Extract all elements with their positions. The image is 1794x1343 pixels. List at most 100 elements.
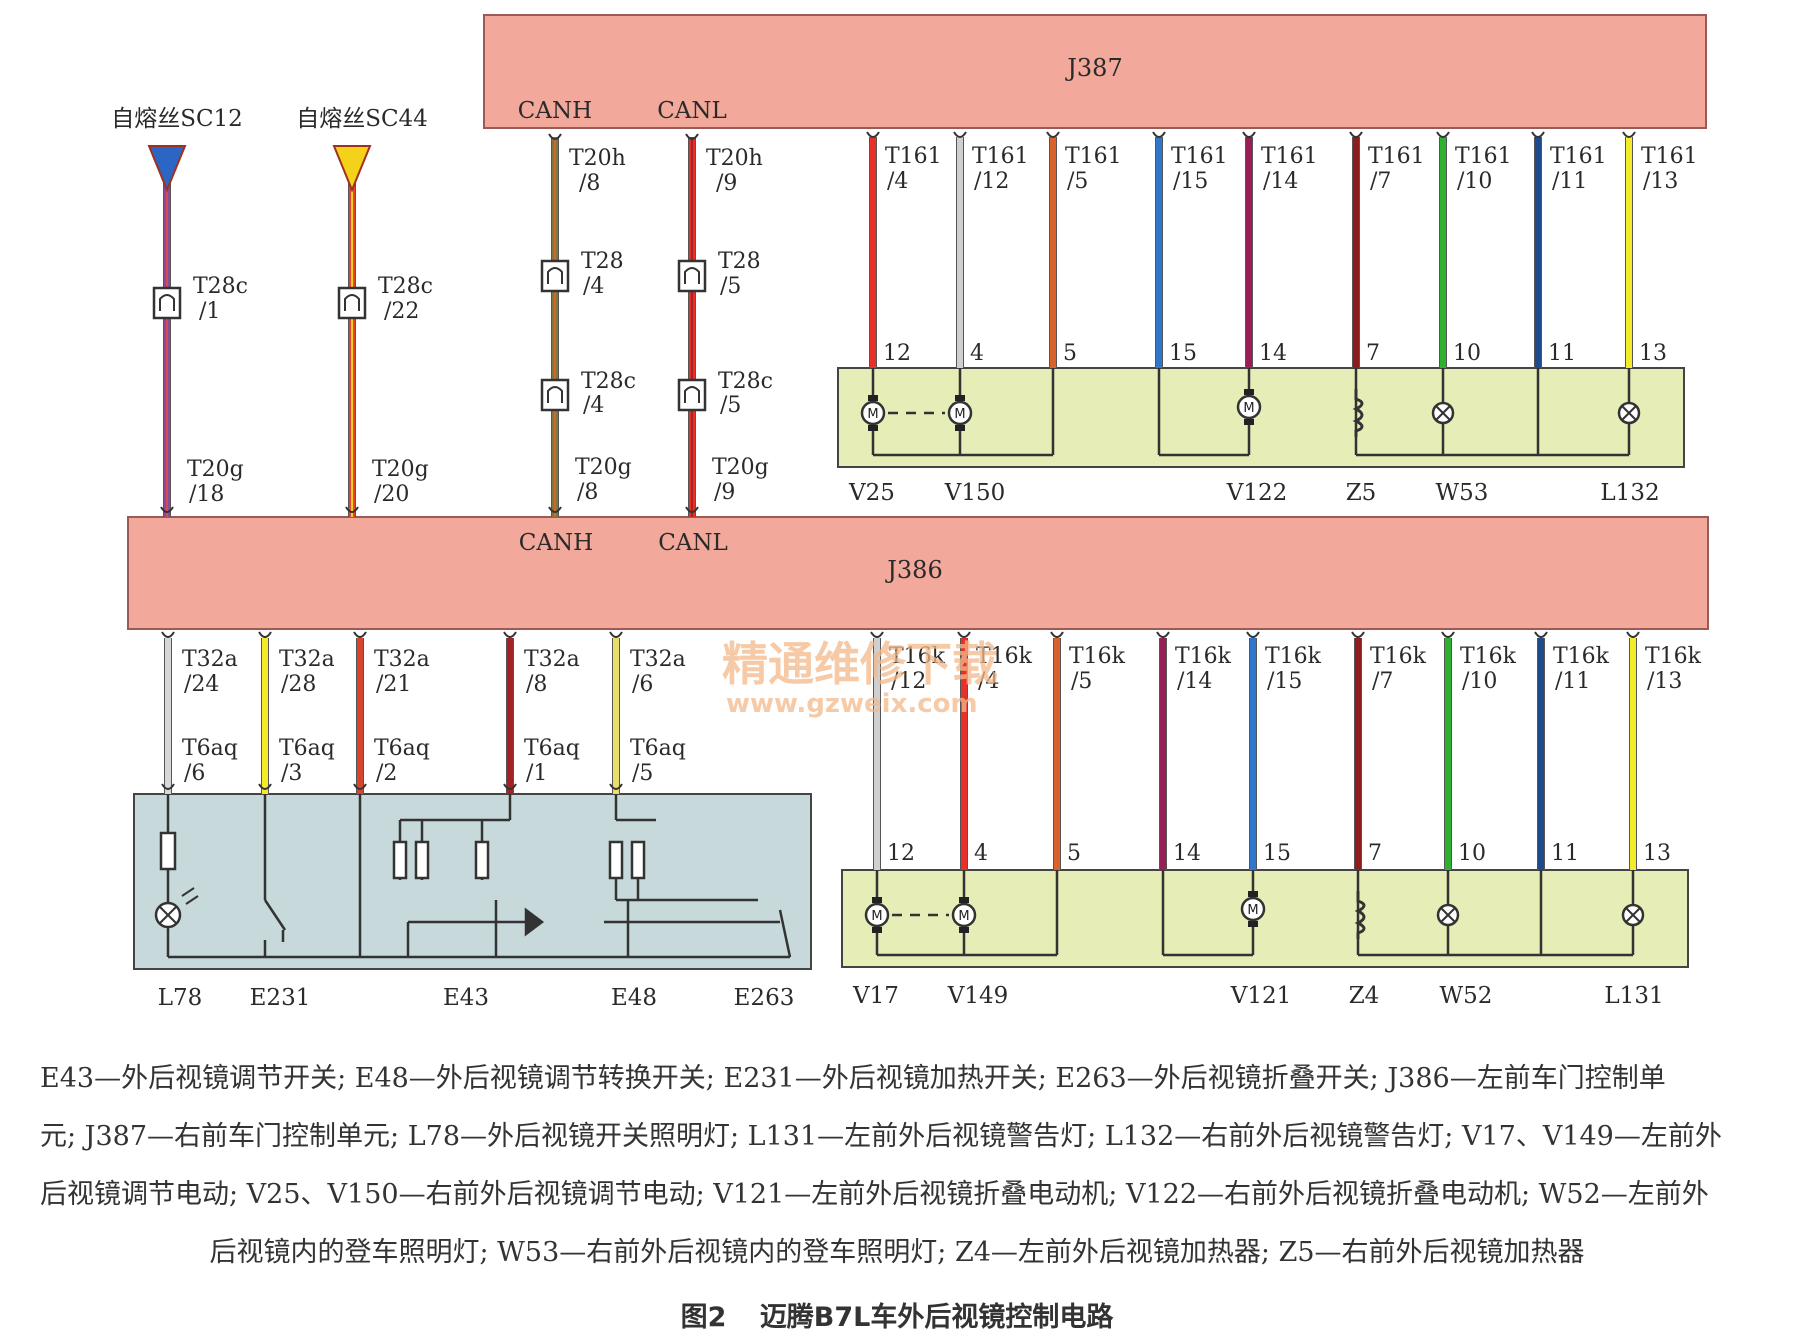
supply-pin-number: /1 (199, 299, 220, 324)
left-bottom-component-label: L78 (158, 985, 203, 1011)
left-bottom-pin-label: T6aq (524, 736, 580, 761)
can-pin-number: /9 (716, 171, 737, 196)
right-top-fold-motor-icon (1236, 394, 1262, 420)
legend-line: 后视镜内的登车照明灯; W53—右前外后视镜内的登车照明灯; Z4—左前外后视镜… (209, 1237, 1585, 1268)
right-top-pin-label: T161 (1171, 144, 1228, 169)
right-top-pin-number: /4 (887, 169, 908, 194)
right-top-component-label: V150 (944, 480, 1006, 506)
pin-tick (1436, 131, 1450, 138)
right-top-fold-motor-icon-letter: M (1243, 401, 1254, 416)
j387-block (483, 14, 1707, 129)
l78-lamp-icon (154, 887, 199, 929)
right-bottom-pin-label: T16k (976, 644, 1033, 669)
left-bottom-pin-number: /2 (376, 761, 397, 786)
right-bottom-lamp-1-icon-x2 (1440, 907, 1456, 923)
right-top-pin-number: /14 (1263, 169, 1298, 194)
right-top-motor-1-icon (860, 400, 886, 426)
right-top-motor-1-icon-bottom (868, 425, 878, 431)
left-bottom-pin-label: T32a (374, 647, 430, 672)
figure-caption: 图2 迈腾B7L车外后视镜控制电路 (0, 1295, 1794, 1334)
right-bottom-terminal: 4 (974, 841, 988, 866)
can-pin-label: T28 (581, 249, 624, 274)
right-top-pin-number: /7 (1370, 169, 1391, 194)
right-top-terminal: 10 (1453, 341, 1481, 366)
pin-tick (866, 131, 880, 138)
right-top-pin-label: T161 (1261, 144, 1318, 169)
right-top-pin-number: /12 (974, 169, 1009, 194)
left-bottom-pin-label: T6aq (279, 736, 335, 761)
figure-number: 图2 (680, 1302, 727, 1333)
right-top-pin-number: /5 (1067, 169, 1088, 194)
right-bottom-component-label: V121 (1230, 983, 1292, 1009)
component-legend: E43—外后视镜调节开关; E48—外后视镜调节转换开关; E231—外后视镜加… (40, 1050, 1754, 1282)
wiring-diagram: J387 CANH CANL J386 CANH CANL 自熔丝SC12T28… (111, 14, 1709, 1011)
right-bottom-motor-1-icon-top (872, 897, 882, 903)
can-pin-label: T28 (718, 249, 761, 274)
can-pin-label: T20g (712, 455, 769, 480)
watermark-title: 精通维修下载 (722, 637, 998, 691)
left-bottom-pin-number: /28 (281, 672, 316, 697)
left-bottom-pin-label: T32a (524, 647, 580, 672)
right-top-pin-label: T161 (1368, 144, 1425, 169)
right-bottom-pin-label: T16k (1645, 644, 1702, 669)
pin-tick (161, 783, 175, 790)
pin-tick (609, 631, 623, 638)
fuse-connector-1 (152, 286, 182, 320)
right-bottom-component-label: L131 (1604, 983, 1663, 1009)
right-bottom-pin-label: T16k (1370, 644, 1427, 669)
left-bottom-pin-number: /5 (632, 761, 653, 786)
right-top-pin-number: /15 (1173, 169, 1208, 194)
left-bottom-pin-number: /6 (632, 672, 653, 697)
right-top-pin-label: T161 (1455, 144, 1512, 169)
right-top-pin-label: T161 (1641, 144, 1698, 169)
right-top-component-label: W53 (1436, 480, 1489, 506)
supply-pin-number: /20 (374, 482, 409, 507)
can-connector-glyph (684, 267, 700, 284)
left-bottom-pin-number: /3 (281, 761, 302, 786)
supply-pin-label: T28c (378, 274, 433, 299)
pin-tick (345, 506, 359, 513)
right-bottom-fold-motor-icon-letter: M (1247, 903, 1258, 918)
right-bottom-pin-label: T16k (1175, 644, 1232, 669)
pin-tick (353, 631, 367, 638)
right-bottom-pin-number: /7 (1372, 669, 1393, 694)
right-bottom-component-label: V149 (947, 983, 1009, 1009)
right-bottom-fold-motor-icon-bottom (1248, 921, 1258, 927)
left-bottom-pin-label: T6aq (374, 736, 430, 761)
right-bottom-terminal: 12 (887, 841, 915, 866)
right-bottom-component-label: W52 (1440, 983, 1493, 1009)
pin-tick (503, 631, 517, 638)
right-bottom-terminal: 13 (1643, 841, 1671, 866)
left-bottom-pin-number: /1 (526, 761, 547, 786)
supply-pin-label: T20g (372, 457, 429, 482)
legend-line: 后视镜调节电动; V25、V150—右前外后视镜调节电动; V121—左前外后视… (40, 1179, 1709, 1210)
right-top-pin-number: /10 (1457, 169, 1492, 194)
right-top-pin-label: T161 (972, 144, 1029, 169)
right-bottom-motor-1-icon-letter: M (871, 909, 882, 924)
right-bottom-motor-2-icon-letter: M (958, 909, 969, 924)
right-top-terminal: 12 (883, 341, 911, 366)
right-top-motor-1-icon-top (868, 395, 878, 401)
j387-canh-label: CANH (518, 98, 592, 124)
right-top-terminal: 5 (1063, 341, 1077, 366)
j386-block (127, 516, 1709, 630)
fuse-connector-2 (337, 286, 367, 320)
j387-canl-label: CANL (657, 98, 727, 124)
right-bottom-fold-motor-icon (1240, 896, 1266, 922)
pin-tick (685, 506, 699, 513)
pin-tick (1242, 131, 1256, 138)
supply-pin-number: /22 (384, 299, 419, 324)
right-top-pin-number: /11 (1552, 169, 1587, 194)
right-top-terminal: 13 (1639, 341, 1667, 366)
right-bottom-pin-number: /10 (1462, 669, 1497, 694)
can-connector (677, 378, 707, 412)
right-top-terminal: 14 (1259, 341, 1287, 366)
right-bottom-motor-1-icon-bottom (872, 927, 882, 933)
right-bottom-pin-label: T16k (1265, 644, 1322, 669)
left-bottom-component-label: E48 (611, 985, 657, 1011)
right-bottom-terminal: 11 (1551, 841, 1579, 866)
right-bottom-lamp-2-icon-x2 (1625, 907, 1641, 923)
right-bottom-fold-motor-icon-top (1248, 891, 1258, 897)
figure-title: 迈腾B7L车外后视镜控制电路 (759, 1302, 1114, 1333)
can-pin-number: /4 (583, 393, 604, 418)
